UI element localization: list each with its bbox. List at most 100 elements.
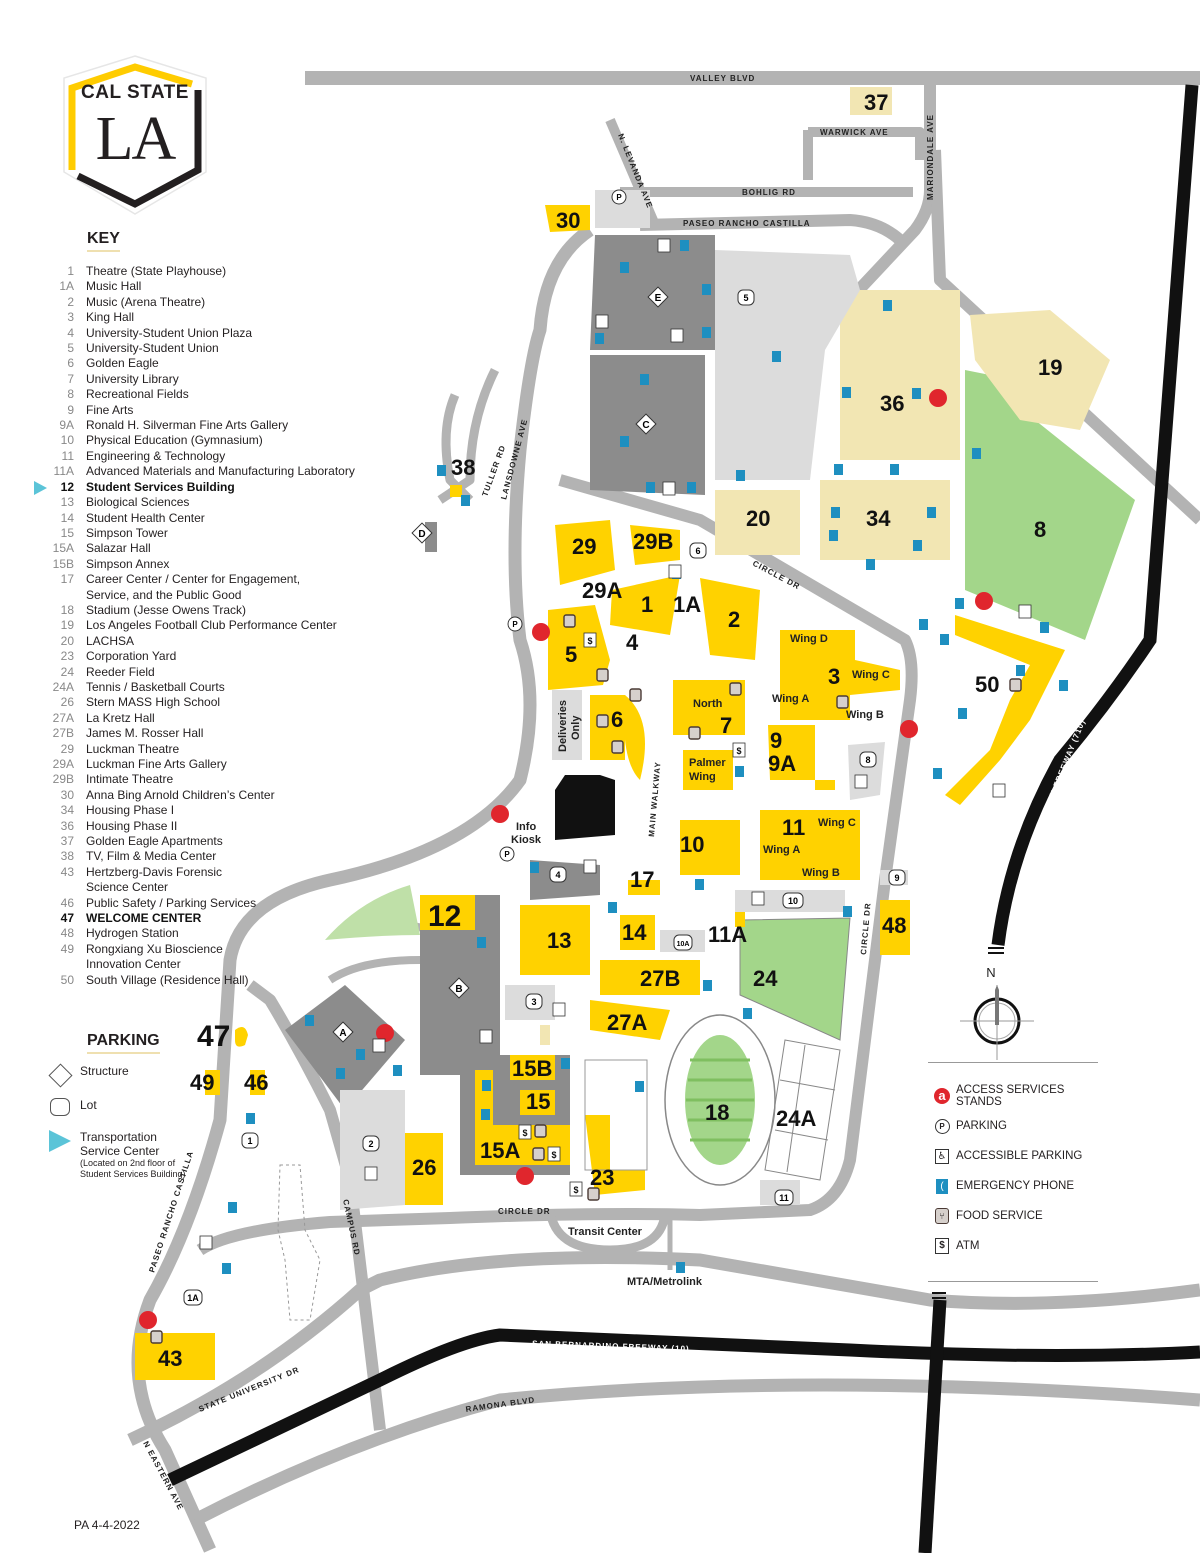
key-name: Golden Eagle [86,356,159,371]
triangle-marker-icon [49,1130,71,1152]
key-name: Luckman Fine Arts Gallery [86,757,227,771]
svg-text:P: P [512,620,518,629]
key-name: Engineering & Technology [86,448,226,463]
structure-markers[interactable]: E C D B A [332,286,669,1043]
access-services-icon: a [934,1088,950,1104]
compass-north: N [986,965,995,980]
key-name: University-Student Union Plaza [86,325,253,340]
key-item: 49 Rongxiang Xu Bioscience [40,942,380,957]
building-6: 6 [611,707,623,732]
key-number: 37 [60,834,74,849]
key-number: 29 [60,741,74,756]
building-1: 1 [641,592,653,617]
key-name: Reeder Field [86,664,155,679]
legend-accessible: ♿ACCESSIBLE PARKING [928,1141,1098,1171]
wheelchair-icon: ♿ [935,1148,949,1164]
building-20: 20 [746,506,770,531]
key-number: 49 [60,941,74,956]
key-name: Golden Eagle Apartments [86,834,223,849]
building-15b: 15B [512,1056,552,1081]
svg-text:1A: 1A [187,1293,199,1303]
key-name: James M. Rosser Hall [86,726,204,741]
key-number: 30 [60,787,74,802]
street-valley: VALLEY BLVD [690,74,755,83]
legend-phone: (EMERGENCY PHONE [928,1171,1098,1201]
key-name: Music (Arena Theatre) [86,294,206,309]
key-number: 13 [60,495,74,510]
deliveries-only-2: Only [570,715,582,740]
building-17: 17 [630,867,654,892]
key-name: Student Health Center [86,510,205,525]
building-27a: 27A [607,1010,647,1035]
key-name: University Library [86,371,179,386]
key-number: 27A [52,710,74,725]
lot-rounded-icon [50,1098,70,1116]
street-circle-right: CIRCLE DR [859,902,873,955]
label-11-wing-a: Wing A [763,844,800,856]
parking-structure-legend: Structure [40,1063,240,1088]
svg-text:5: 5 [743,293,748,303]
key-name: Simpson Tower [86,525,168,540]
key-name: Los Angeles Football Club Performance Ce… [86,618,337,633]
svg-text:10A: 10A [677,941,690,948]
logo-la: LA [95,105,177,173]
key-number: 9A [59,418,74,433]
main-walkway: MAIN WALKWAY [647,761,663,837]
key-number: 24A [52,679,74,694]
key-number: 36 [60,818,74,833]
svg-text:4: 4 [555,870,560,880]
key-name: TV, Film & Media Center [86,849,217,864]
svg-text:$: $ [551,1150,556,1160]
key-name: Simpson Annex [86,556,170,571]
access-stands[interactable] [139,389,993,1329]
key-number: 2 [67,294,74,309]
key-number: 4 [67,325,74,340]
building-9a: 9A [768,751,796,776]
building-11a: 11A [708,922,747,947]
building-14: 14 [622,920,647,945]
key-name: Rongxiang Xu Bioscience [86,941,223,956]
key-name: Science Center [86,880,169,895]
key-number: 34 [60,803,74,818]
key-number: 7 [67,371,74,386]
svg-text:A: A [339,1028,346,1039]
svg-text:$: $ [587,636,592,646]
svg-text:10: 10 [788,896,798,906]
key-name: WELCOME CENTER [86,911,202,926]
key-name: Innovation Center [86,957,181,972]
building-18: 18 [705,1100,729,1125]
lot-markers[interactable]: 5 6 8 4 9 10 10A 3 1 2 11 1A [183,289,906,1306]
key-number: 48 [60,926,74,941]
key-item: 37 Golden Eagle Apartments [40,834,380,849]
building-5: 5 [565,642,577,667]
access-stand-icon [929,389,947,407]
street-paseo-top: PASEO RANCHO CASTILLA [683,219,811,228]
key-name: Stern MASS High School [86,695,221,710]
tennis-courts [764,1039,841,1181]
building-48: 48 [882,913,906,938]
building-27b: 27B [640,966,680,991]
key-name: King Hall [86,310,135,325]
compass: N [932,947,1034,1299]
food-service-icons [150,614,1022,1344]
key-name: Stadium (Jesse Owens Track) [86,602,247,617]
building-47: 47 [197,1020,230,1053]
access-stand-icon [376,1024,394,1042]
corp-yard-outline [584,1059,648,1171]
key-name: Student Services Building [86,479,235,494]
key-name: Recreational Fields [86,387,189,402]
structure-d: D [411,522,433,544]
parking-legend: PARKING Structure Lot Transportation Ser… [40,1032,240,1180]
key-item: 4 University-Student Union Plaza [40,326,380,341]
